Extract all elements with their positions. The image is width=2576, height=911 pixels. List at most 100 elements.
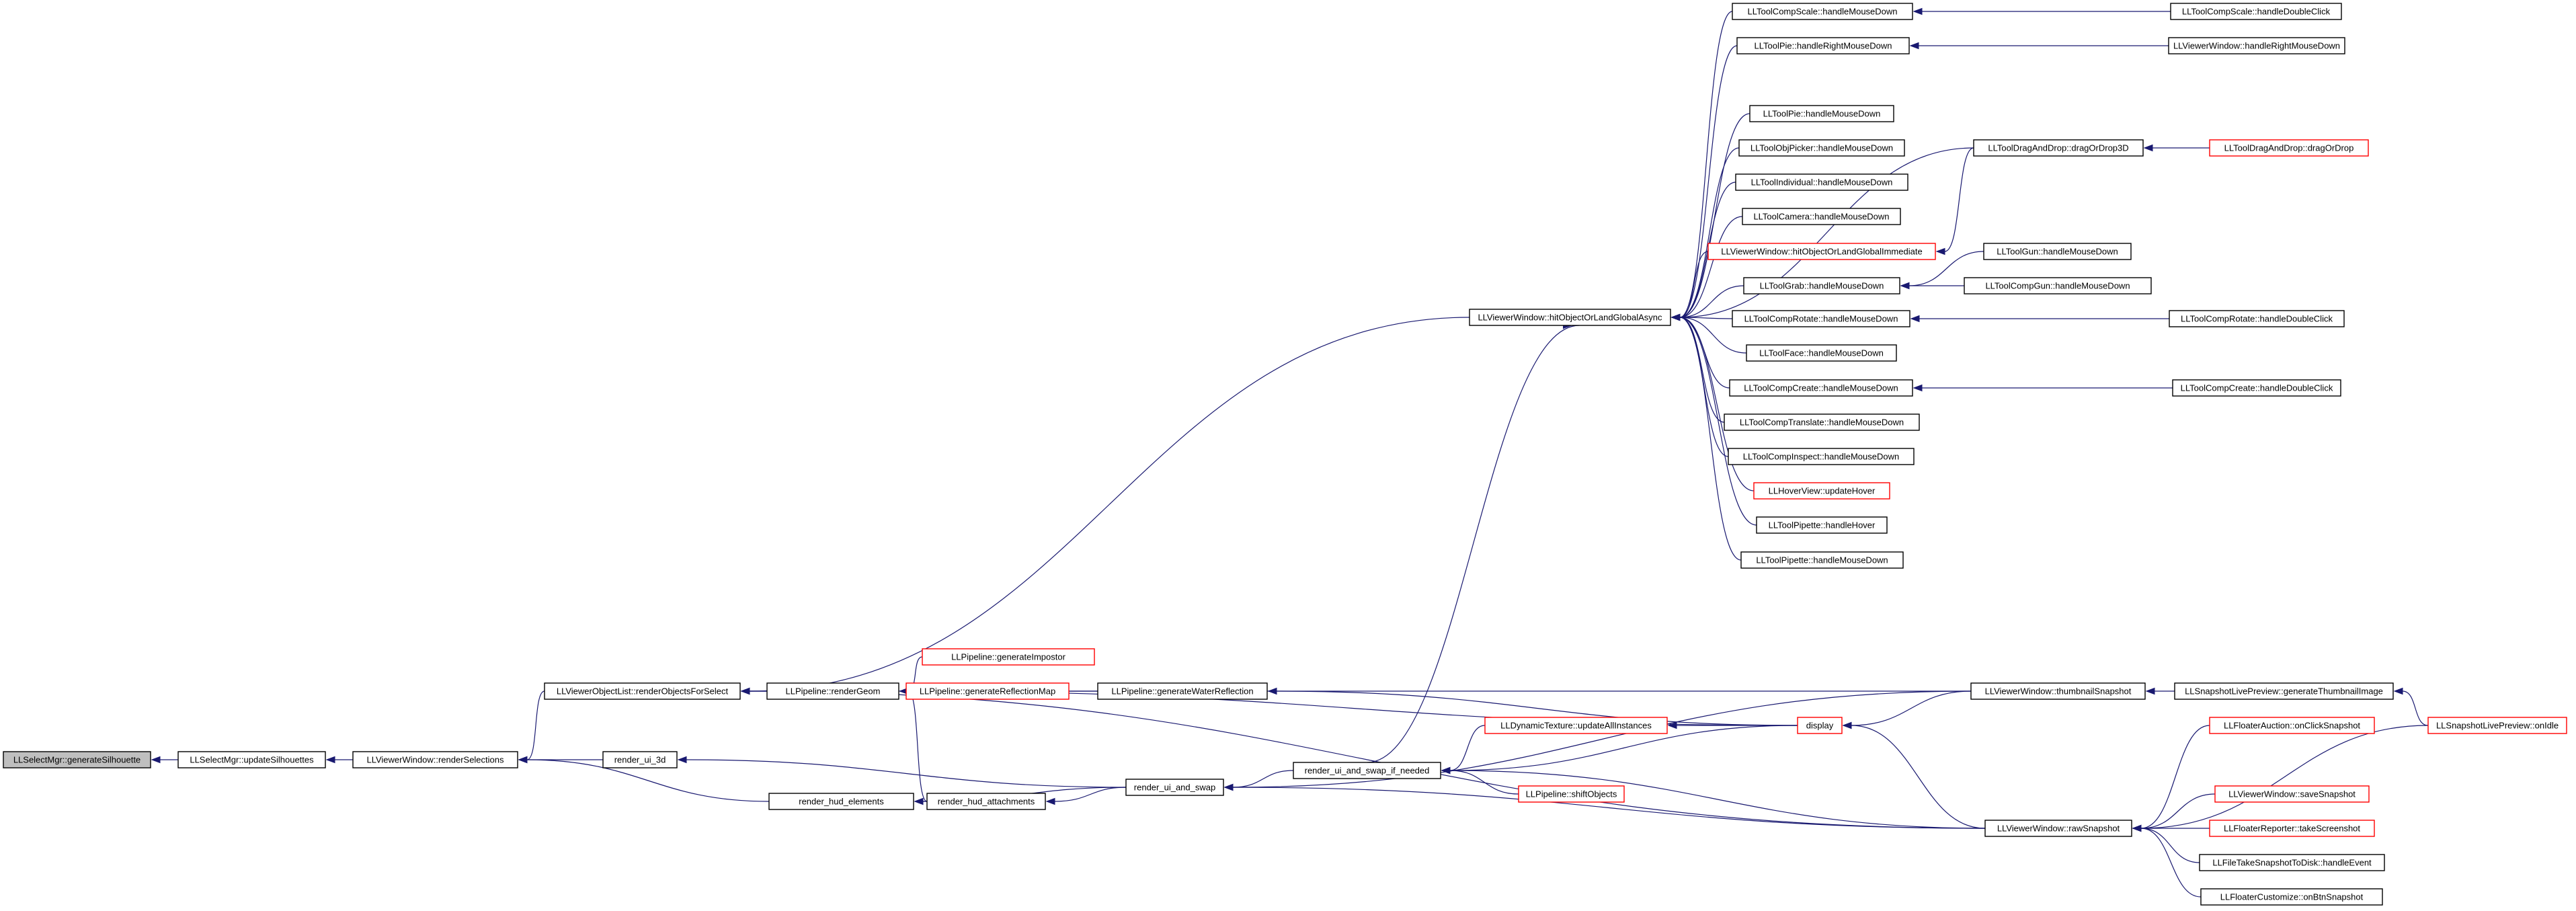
node-box — [1125, 779, 1224, 796]
node-render-ui-3d[interactable]: render_ui_3d — [602, 751, 678, 768]
node-lltoolcomprotate-handlemousedown[interactable]: LLToolCompRotate::handleMouseDown — [1732, 310, 1910, 327]
node-box — [2214, 785, 2370, 803]
node-label: LLPipeline::generateReflectionMap — [920, 686, 1055, 697]
node-lltooldraganddrop-dragordrop[interactable]: LLToolDragAndDrop::dragOrDrop — [2209, 139, 2369, 157]
node-llviewerwindow-savesnapshot[interactable]: LLViewerWindow::saveSnapshot — [2214, 785, 2370, 803]
node-lltoolcompscale-handlemousedown[interactable]: LLToolCompScale::handleMouseDown — [1732, 3, 1913, 20]
node-lltoolobjpicker-handlemousedown[interactable]: LLToolObjPicker::handleMouseDown — [1738, 139, 1905, 157]
node-lltoolpie-handlemousedown[interactable]: LLToolPie::handleMouseDown — [1749, 105, 1894, 122]
node-lltoolcompscale-handledoubleclick[interactable]: LLToolCompScale::handleDoubleClick — [2170, 3, 2342, 20]
node-label: LLToolDragAndDrop::dragOrDrop — [2224, 143, 2354, 153]
node-render-ui-and-swap[interactable]: render_ui_and_swap — [1125, 779, 1224, 796]
node-label: LLFileTakeSnapshotToDisk::handleEvent — [2212, 858, 2372, 868]
node-llviewerwindow-handlerightmousedown[interactable]: LLViewerWindow::handleRightMouseDown — [2168, 37, 2345, 54]
node-box — [1729, 379, 1913, 397]
node-lltoolindividual-handlemousedown[interactable]: LLToolIndividual::handleMouseDown — [1735, 173, 1908, 191]
node-llsnapshotlivepreview-onidle[interactable]: LLSnapshotLivePreview::onIdle — [2427, 717, 2567, 734]
node-lltoolgun-handlemousedown[interactable]: LLToolGun::handleMouseDown — [1983, 243, 2132, 260]
edge-n8-n4 — [677, 756, 1127, 788]
node-render-hud-attachments[interactable]: render_hud_attachments — [926, 793, 1046, 810]
node-box — [2169, 310, 2345, 327]
node-llfloaterreporter-takescreenshot[interactable]: LLFloaterReporter::takeScreenshot — [2209, 820, 2375, 837]
node-label: LLViewerWindow::saveSnapshot — [2228, 789, 2356, 799]
edge-n34-n12 — [1441, 766, 1986, 829]
edge-n41-n25 — [1910, 315, 2169, 323]
node-box — [2199, 854, 2385, 871]
node-llviewerwindow-thumbnailsnapshot[interactable]: LLViewerWindow::thumbnailSnapshot — [1970, 682, 2146, 700]
node-llviewerwindow-hitobjectorlandglobalimmediate[interactable]: LLViewerWindow::hitObjectOrLandGlobalImm… — [1707, 243, 1936, 260]
node-lldynamictexture-updateallinstances[interactable]: LLDynamicTexture::updateAllInstances — [1484, 717, 1668, 734]
node-box — [2427, 717, 2567, 734]
node-lltoolcompinspect-handlemousedown[interactable]: LLToolCompInspect::handleMouseDown — [1728, 448, 1915, 465]
node-llviewerwindow-renderselections[interactable]: LLViewerWindow::renderSelections — [352, 751, 518, 768]
node-box — [1484, 717, 1668, 734]
node-label: LLFloaterReporter::takeScreenshot — [2224, 824, 2360, 834]
edge-n7-n6 — [899, 687, 928, 802]
node-label: LLToolGrab::handleMouseDown — [1760, 281, 1884, 291]
edge-n28-n13 — [1671, 313, 1725, 423]
node-display[interactable]: display — [1797, 717, 1843, 734]
node-label: LLViewerWindow::rawSnapshot — [1997, 824, 2120, 834]
node-llfloaterauction-onclicksnapshot[interactable]: LLFloaterAuction::onClickSnapshot — [2209, 717, 2375, 734]
node-llfiletakesnapshottodisk-handleevent[interactable]: LLFileTakeSnapshotToDisk::handleEvent — [2199, 854, 2385, 871]
edge-n43-n33 — [2145, 687, 2175, 695]
node-llviewerobjectlist-renderobjectsforselect[interactable]: LLViewerObjectList::renderObjectsForSele… — [544, 682, 741, 700]
node-box — [1732, 3, 1913, 20]
edge-n29-n13 — [1671, 313, 1729, 457]
node-label: LLToolCompRotate::handleDoubleClick — [2181, 314, 2333, 324]
node-box — [1984, 820, 2132, 837]
node-label: LLPipeline::shiftObjects — [1526, 789, 1617, 799]
node-llsnapshotlivepreview-generatethumbnailimage[interactable]: LLSnapshotLivePreview::generateThumbnail… — [2174, 682, 2394, 700]
node-lltoolcompcreate-handlemousedown[interactable]: LLToolCompCreate::handleMouseDown — [1729, 379, 1913, 397]
node-lltoolcomprotate-handledoubleclick[interactable]: LLToolCompRotate::handleDoubleClick — [2169, 310, 2345, 327]
node-box — [768, 793, 914, 810]
node-llfloatercustomize-onbtnsnapshot[interactable]: LLFloaterCustomize::onBtnSnapshot — [2200, 888, 2383, 906]
node-lltoolface-handlemousedown[interactable]: LLToolFace::handleMouseDown — [1746, 344, 1897, 362]
node-label: LLToolIndividual::handleMouseDown — [1751, 177, 1893, 188]
node-lltooldraganddrop-dragordrop3d[interactable]: LLToolDragAndDrop::dragOrDrop3D — [1973, 139, 2144, 157]
node-box — [926, 793, 1046, 810]
node-box — [2172, 379, 2341, 397]
node-lltoolgrab-handlemousedown[interactable]: LLToolGrab::handleMouseDown — [1743, 277, 1900, 294]
edge-n37-n23 — [1935, 147, 1974, 255]
node-label: LLViewerWindow::thumbnailSnapshot — [1985, 686, 2132, 697]
node-llpipeline-generatereflectionmap[interactable]: LLPipeline::generateReflectionMap — [905, 682, 1070, 700]
node-box — [1732, 310, 1910, 327]
node-box — [177, 751, 326, 768]
node-render-ui-and-swap-if-needed[interactable]: render_ui_and_swap_if_needed — [1293, 762, 1441, 779]
edge-n48-n34 — [2132, 824, 2200, 863]
node-lltoolcomptranslate-handlemousedown[interactable]: LLToolCompTranslate::handleMouseDown — [1724, 413, 1920, 431]
edge-n38-n37 — [2143, 144, 2210, 152]
node-llhoverview-updatehover[interactable]: LLHoverView::updateHover — [1753, 482, 1890, 500]
node-lltoolpipette-handlemousedown[interactable]: LLToolPipette::handleMouseDown — [1740, 551, 1904, 569]
node-lltoolpipette-handlehover[interactable]: LLToolPipette::handleHover — [1756, 516, 1888, 534]
node-lltoolcamera-handlemousedown[interactable]: LLToolCamera::handleMouseDown — [1742, 208, 1901, 225]
node-label: LLDynamicTexture::updateAllInstances — [1500, 721, 1652, 731]
edge-n16-n14 — [1667, 721, 1798, 729]
node-label: LLToolPie::handleMouseDown — [1763, 109, 1881, 119]
node-label: LLToolCompTranslate::handleMouseDown — [1740, 418, 1904, 428]
node-box — [1743, 277, 1900, 294]
node-lltoolcompcreate-handledoubleclick[interactable]: LLToolCompCreate::handleDoubleClick — [2172, 379, 2341, 397]
node-render-hud-elements[interactable]: render_hud_elements — [768, 793, 914, 810]
node-llpipeline-generatewaterreflection[interactable]: LLPipeline::generateWaterReflection — [1097, 682, 1268, 700]
node-label: LLToolCompCreate::handleDoubleClick — [2181, 383, 2333, 393]
node-box — [544, 682, 741, 700]
node-llpipeline-shiftobjects[interactable]: LLPipeline::shiftObjects — [1518, 785, 1625, 803]
node-llviewerwindow-rawsnapshot[interactable]: LLViewerWindow::rawSnapshot — [1984, 820, 2132, 837]
node-llpipeline-rendergeom[interactable]: LLPipeline::renderGeom — [766, 682, 899, 700]
node-box — [1707, 243, 1936, 260]
node-box — [766, 682, 899, 700]
node-llpipeline-generateimpostor[interactable]: LLPipeline::generateImpostor — [922, 648, 1095, 666]
node-label: LLToolGun::handleMouseDown — [1997, 247, 2118, 257]
node-box — [1293, 762, 1441, 779]
node-lltoolcompgun-handlemousedown[interactable]: LLToolCompGun::handleMouseDown — [1964, 277, 2152, 294]
node-llviewerwindow-hitobjectorlandglobalasync[interactable]: LLViewerWindow::hitObjectOrLandGlobalAsy… — [1469, 309, 1671, 326]
node-llselectmgr-generatesilhouette[interactable]: LLSelectMgr::generateSilhouette — [3, 751, 151, 768]
node-llselectmgr-updatesilhouettes[interactable]: LLSelectMgr::updateSilhouettes — [177, 751, 326, 768]
edge-n2-n1 — [325, 756, 354, 764]
node-label: LLToolCamera::handleMouseDown — [1753, 212, 1889, 222]
edge-n44-n43 — [2393, 687, 2429, 726]
node-box — [1724, 413, 1920, 431]
node-lltoolpie-handlerightmousedown[interactable]: LLToolPie::handleRightMouseDown — [1736, 37, 1910, 54]
